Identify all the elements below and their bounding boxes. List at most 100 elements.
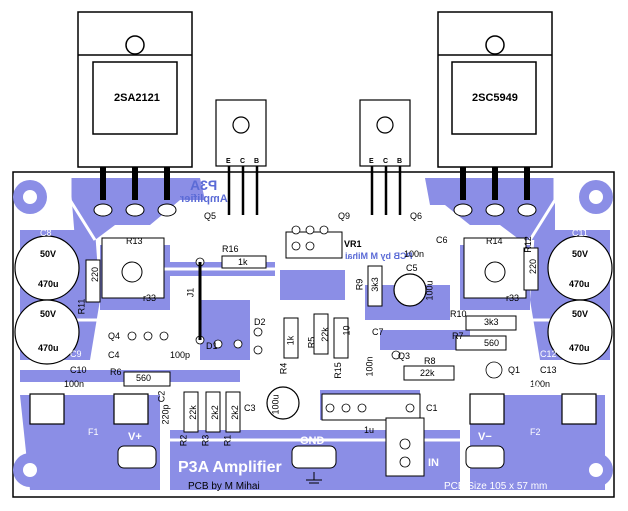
c3-val: 100u (270, 394, 281, 415)
c9-ref: C9 (70, 349, 82, 359)
r13-ref: R13 (126, 236, 143, 246)
c12-ref: C12 (540, 349, 557, 359)
c7-ref: C7 (372, 327, 384, 337)
out-label: OUT (300, 261, 322, 272)
q4-ref: Q4 (108, 331, 121, 341)
c4-val: 100p (170, 350, 191, 360)
q9-ref: Q9 (338, 211, 351, 221)
r8-ref: R8 (424, 356, 436, 366)
c9-c: 470u (38, 343, 59, 353)
power-legs (100, 167, 530, 200)
power-connectors (117, 417, 505, 477)
board-outline (12, 171, 615, 498)
f1-ref: F1 (88, 427, 99, 437)
emitter-resistors (101, 237, 527, 299)
r7-val: 560 (484, 338, 500, 348)
r12-val: 220 (528, 258, 539, 275)
c12-c: 470u (569, 343, 590, 353)
in-label: IN (428, 457, 439, 469)
c10-val: 100n (64, 379, 85, 389)
r33a: r33 (143, 293, 157, 303)
r16-ref: R16 (222, 244, 239, 254)
r11-val: 220 (90, 266, 101, 283)
mirror-title: P3A (190, 177, 218, 193)
c6-ref: C6 (436, 235, 448, 245)
driver-legs (227, 166, 402, 215)
q8-part-label: 2SC5949 (472, 92, 518, 104)
r1-ref: R1 (222, 434, 233, 447)
r4-ref: R4 (278, 362, 289, 375)
c2-val: 220p (160, 404, 171, 425)
r6-ref: R6 (110, 367, 122, 377)
pin-b-left: B (254, 158, 260, 165)
r3-ref: R3 (200, 434, 211, 447)
pin-c-right: C (383, 158, 389, 165)
c5-ref: C5 (406, 263, 418, 273)
q1-ref: Q1 (508, 365, 521, 375)
q6-ref: Q6 (410, 211, 423, 221)
board-credit: PCB by M Mihai (188, 481, 260, 492)
r1-val: 2k2 (229, 405, 240, 420)
r10-ref: R10 (450, 309, 467, 319)
mirror-sub: Amplifier (180, 193, 228, 205)
f1-rating: 3A (88, 381, 100, 391)
q8-ref: Q8 (556, 219, 569, 229)
c11-ref: C11 (572, 228, 588, 238)
f2-ref: F2 (530, 427, 541, 437)
film-cap-c1 (321, 393, 421, 421)
r9-val: 3k3 (369, 277, 380, 292)
ground-symbol (306, 472, 322, 484)
c6-val: 100n (404, 249, 425, 259)
c5-val: 100u (424, 280, 435, 301)
j1-ref: J1 (185, 287, 196, 298)
r15-val: 10 (341, 325, 352, 336)
c7-val: 100n (364, 356, 375, 377)
r3-val: 2k2 (209, 405, 220, 420)
c2-ref: C2 (156, 390, 167, 403)
pads (127, 225, 503, 468)
q7-ref: Q7 (60, 219, 73, 229)
c13-val: 100n (530, 379, 551, 389)
pin-e-left: E (226, 158, 231, 165)
c10-ref: C10 (70, 365, 87, 375)
gnd-label: GND (300, 435, 325, 447)
c9-v: 50V (40, 309, 57, 319)
r2-ref: R2 (178, 434, 189, 447)
transistor-q7-body (77, 11, 193, 168)
r12-ref: R12 (522, 236, 533, 253)
vminus-label: V− (478, 431, 492, 443)
c11-c: 470u (569, 279, 590, 289)
d2-ref: D2 (254, 317, 266, 327)
r33b: r33 (506, 293, 520, 303)
fuse-holders (29, 393, 597, 425)
c8-v: 50V (40, 249, 57, 259)
c1-val: 1u (364, 425, 375, 435)
r4-val: 1k (285, 335, 296, 346)
electrolytic-caps (14, 235, 613, 420)
board-title: P3A Amplifier (178, 459, 282, 476)
c12-v: 50V (572, 309, 589, 319)
power-pads (93, 203, 537, 217)
r10-val: 3k3 (484, 317, 499, 327)
mounting-holes (13, 180, 613, 487)
transistor-q8-body (437, 11, 553, 168)
r14-ref: R14 (486, 236, 503, 246)
q7-part-label: 2SA2121 (114, 92, 160, 104)
driver-transistors (215, 99, 411, 167)
c13-ref: C13 (540, 365, 557, 375)
vplus-label: V+ (128, 431, 142, 443)
pcb-size: PCB Size 105 x 57 mm (444, 481, 548, 492)
r7-ref: R7 (452, 331, 464, 341)
r5-val: 22k (319, 327, 330, 342)
pin-e-right: E (369, 158, 374, 165)
r8-val: 22k (420, 368, 435, 378)
vr1-ref: VR1 (344, 239, 362, 249)
r5-ref: R5 (306, 336, 317, 349)
c3-ref: C3 (244, 403, 256, 413)
pin-c-left: C (240, 158, 246, 165)
mirror-pcb: PCB by M Mihai (345, 251, 413, 261)
c8-ref: C8 (40, 228, 52, 238)
c8-c: 470u (38, 279, 59, 289)
c4-ref: C4 (108, 350, 120, 360)
